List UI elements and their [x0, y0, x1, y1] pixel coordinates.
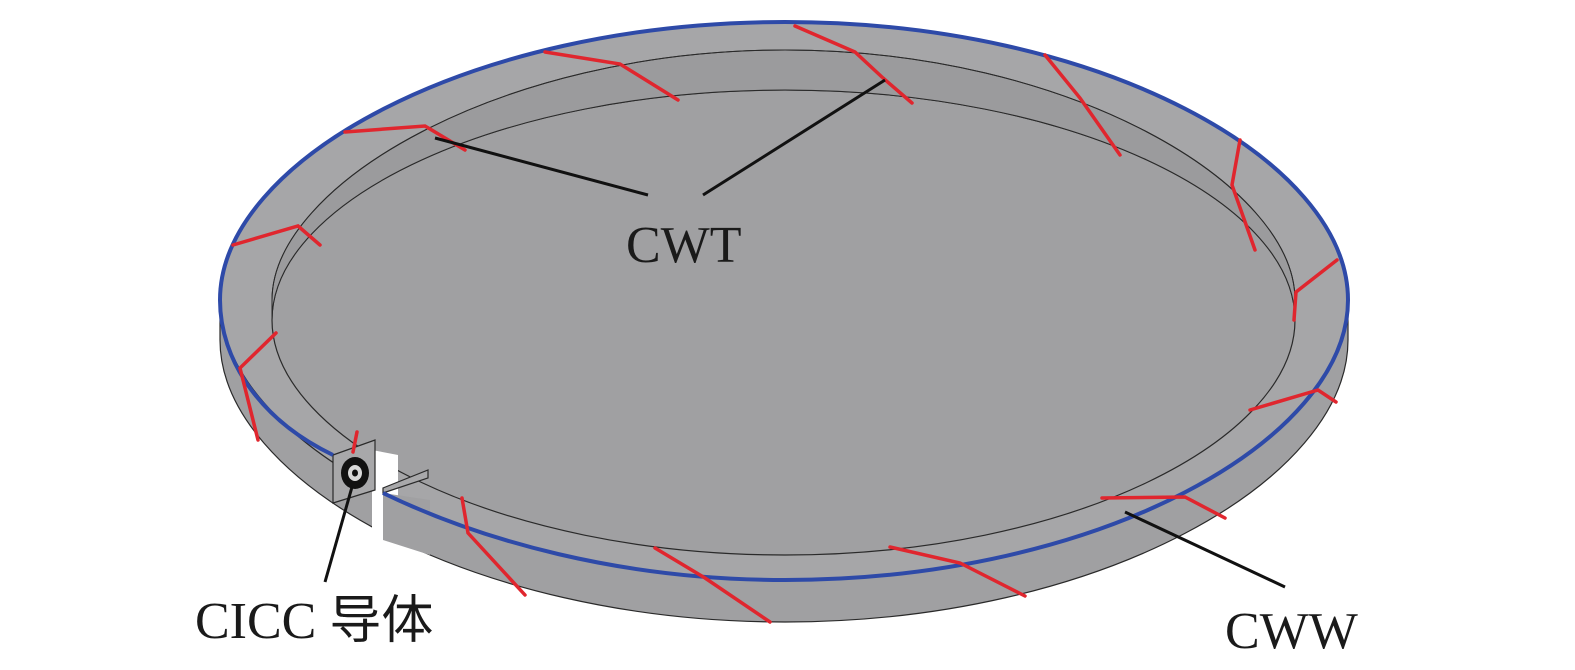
coil-ring [219, 21, 1349, 623]
cwt-mark-7 [1100, 495, 1227, 520]
cwt-mark-10 [460, 496, 527, 597]
leader-cww [1124, 510, 1286, 589]
gap-end-face-right [382, 469, 429, 494]
cwt-mark-3 [1043, 53, 1122, 157]
cwt-mark-2 [793, 24, 914, 105]
cwt-mark-5 [1292, 258, 1339, 322]
cwt-mark-9 [653, 546, 772, 624]
cwt-mark-13 [238, 331, 278, 442]
cwt-mark-6 [1248, 388, 1338, 412]
label-cww: CWW [1225, 603, 1358, 660]
cwt-mark-1 [543, 50, 680, 102]
cwt-mark-12 [231, 224, 322, 247]
leader-cwt-right [702, 78, 886, 197]
leader-lines [323, 78, 1286, 589]
cww-winding-line-left [218, 299, 334, 457]
cww-winding-line [218, 19, 1351, 583]
cwt-mark-8 [888, 545, 1027, 598]
ring-inner-edge [271, 49, 1296, 301]
label-cwt: CWT [626, 217, 742, 274]
cwt-tape-marks [231, 24, 1339, 624]
cicc-conductor [341, 457, 369, 489]
leader-cicc [323, 486, 354, 583]
leader-cwt-left [434, 136, 649, 197]
cwt-mark-14 [351, 430, 359, 454]
cwt-mark-4 [1230, 138, 1257, 252]
label-cicc-conductor: CICC 导体 [195, 593, 433, 650]
